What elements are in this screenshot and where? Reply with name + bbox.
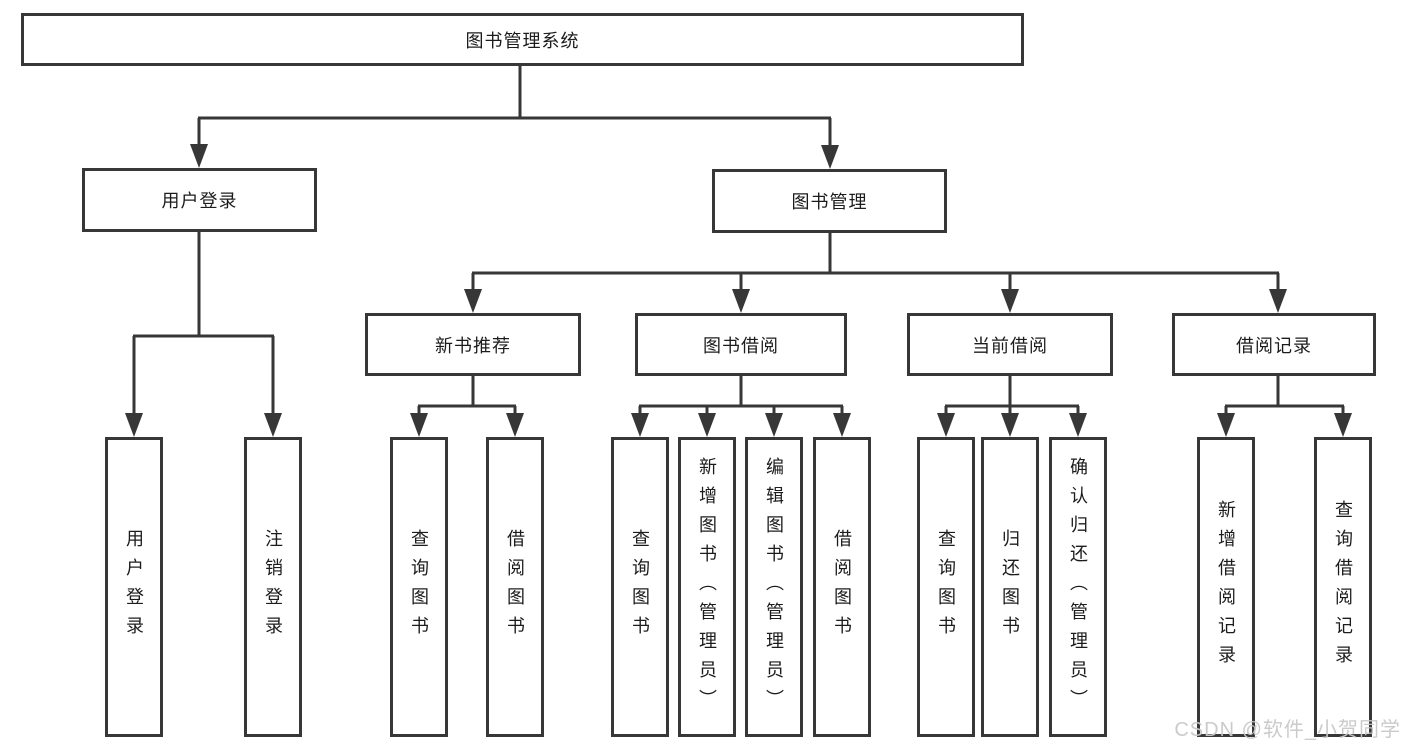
leaf-edit-book-admin-label: 编辑图书（管理员）: [764, 456, 784, 718]
leaf-return-book: 归还图书: [981, 437, 1039, 737]
leaf-query-books-borrowing: 查询图书: [611, 437, 669, 737]
leaf-add-book-admin: 新增图书（管理员）: [678, 437, 736, 737]
leaf-query-borrow-record-label: 查询借阅记录: [1333, 500, 1353, 674]
leaf-confirm-return-admin-label: 确认归还（管理员）: [1068, 456, 1088, 718]
node-book-management: 图书管理: [712, 169, 947, 233]
csdn-watermark: CSDN @软件_小贺同学: [1174, 719, 1401, 741]
leaf-add-borrow-record-label: 新增借阅记录: [1216, 500, 1236, 674]
leaf-borrow-books-borrowing-label: 借阅图书: [832, 529, 852, 645]
leaf-borrow-books-recommend: 借阅图书: [486, 437, 544, 737]
leaf-query-books-borrowing-label: 查询图书: [630, 529, 650, 645]
leaf-logout-label: 注销登录: [263, 529, 283, 645]
node-book-borrowing: 图书借阅: [635, 313, 847, 376]
node-library-system: 图书管理系统: [21, 13, 1024, 66]
leaf-query-books-current-label: 查询图书: [936, 529, 956, 645]
leaf-query-books-recommend: 查询图书: [390, 437, 448, 737]
leaf-user-login: 用户登录: [105, 437, 163, 737]
leaf-return-book-label: 归还图书: [1000, 529, 1020, 645]
leaf-confirm-return-admin: 确认归还（管理员）: [1049, 437, 1107, 737]
node-new-book-recommend: 新书推荐: [365, 313, 581, 376]
leaf-add-book-admin-label: 新增图书（管理员）: [697, 456, 717, 718]
leaf-query-borrow-record: 查询借阅记录: [1314, 437, 1372, 737]
leaf-query-books-recommend-label: 查询图书: [409, 529, 429, 645]
leaf-logout: 注销登录: [244, 437, 302, 737]
leaf-query-books-current: 查询图书: [917, 437, 975, 737]
leaf-user-login-label: 用户登录: [124, 529, 144, 645]
node-user-login: 用户登录: [82, 168, 317, 232]
leaf-borrow-books-borrowing: 借阅图书: [813, 437, 871, 737]
leaf-add-borrow-record: 新增借阅记录: [1197, 437, 1255, 737]
node-current-borrowing: 当前借阅: [907, 313, 1113, 376]
leaf-edit-book-admin: 编辑图书（管理员）: [745, 437, 803, 737]
leaf-borrow-books-recommend-label: 借阅图书: [505, 529, 525, 645]
node-borrowing-records: 借阅记录: [1172, 313, 1376, 376]
